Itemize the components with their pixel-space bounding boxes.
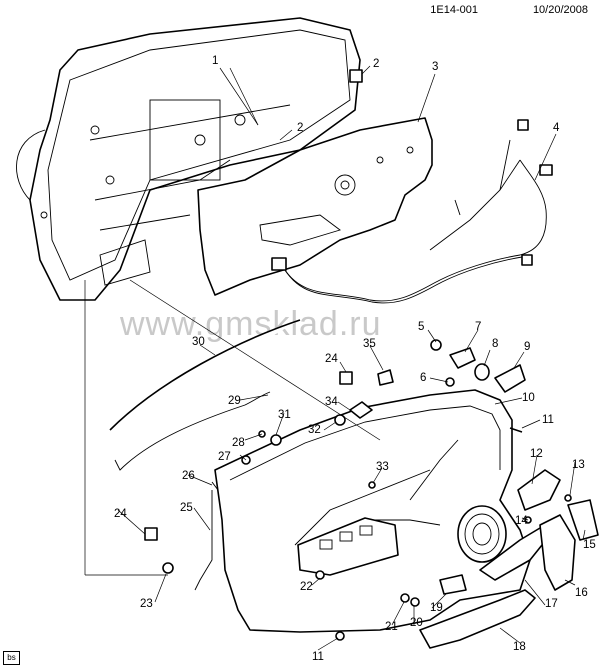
callout-14: 14 <box>515 515 528 527</box>
callout-15: 15 <box>583 539 596 551</box>
clip-24b <box>144 527 158 541</box>
inside-handle <box>517 469 561 511</box>
bracket-7 <box>449 347 476 369</box>
drawing-id: 1E14-001 <box>430 4 478 16</box>
callout-13: 13 <box>572 459 585 471</box>
drawing-date: 10/20/2008 <box>533 4 588 16</box>
clip-35 <box>377 369 394 386</box>
callout-26: 26 <box>182 470 195 482</box>
callout-8: 8 <box>492 338 498 350</box>
callout-3: 3 <box>432 61 438 73</box>
callout-17: 17 <box>545 598 558 610</box>
speaker-8 <box>474 363 490 381</box>
screw-20 <box>410 597 420 607</box>
callout-2b: 2 <box>297 122 303 134</box>
callout-9: 9 <box>524 341 530 353</box>
callout-20: 20 <box>410 617 423 629</box>
callout-2a: 2 <box>373 58 379 70</box>
leader-lines <box>117 65 586 651</box>
callout-10: 10 <box>522 392 535 404</box>
callout-23: 23 <box>140 598 153 610</box>
clip-31 <box>270 434 282 446</box>
callout-29: 29 <box>228 395 241 407</box>
callout-33: 33 <box>376 461 389 473</box>
fasteners <box>144 69 572 641</box>
fastener-6 <box>445 377 455 387</box>
callout-34: 34 <box>325 396 338 408</box>
callout-4: 4 <box>553 122 560 134</box>
screw-22 <box>315 570 325 580</box>
water-deflector <box>197 117 433 296</box>
callout-19: 19 <box>430 602 443 614</box>
callout-1: 1 <box>212 55 218 67</box>
switch-bezel <box>539 514 576 591</box>
alignment-lines <box>84 279 381 576</box>
callout-7: 7 <box>475 321 481 333</box>
clip-32 <box>334 414 346 426</box>
callout-27: 27 <box>218 451 231 463</box>
screw-13 <box>564 494 572 502</box>
callout-11b: 11 <box>312 651 324 663</box>
callout-35: 35 <box>363 338 376 350</box>
switch-34 <box>349 401 373 419</box>
callout-11a: 11 <box>542 414 554 426</box>
callout-24a: 24 <box>114 508 127 520</box>
armrest-pad <box>419 589 536 649</box>
rod-25 <box>194 490 213 591</box>
callout-12: 12 <box>530 448 543 460</box>
callout-21: 21 <box>385 621 398 633</box>
callout-28: 28 <box>232 437 245 449</box>
callout-32: 32 <box>308 424 321 436</box>
wiring-harness <box>271 119 553 304</box>
rod-26 <box>211 481 219 491</box>
handle-bezel <box>567 499 599 541</box>
screw-11 <box>509 427 523 433</box>
screw-21 <box>400 593 410 603</box>
fastener-5 <box>430 339 442 351</box>
screw-33 <box>368 481 376 489</box>
callout-24b: 24 <box>325 353 338 365</box>
callout-5: 5 <box>418 321 424 333</box>
callout-6: 6 <box>420 372 426 384</box>
door-trim-panel <box>214 389 531 633</box>
callouts: 1 2 2 3 4 5 6 7 8 9 10 11 11 12 13 14 15… <box>114 55 596 663</box>
callout-16: 16 <box>575 587 588 599</box>
callout-22: 22 <box>300 581 313 593</box>
callout-31: 31 <box>278 409 291 421</box>
trim-9 <box>494 364 526 393</box>
weatherstrip-30 <box>109 319 301 431</box>
clip-23 <box>162 562 174 574</box>
callout-30: 30 <box>192 336 205 348</box>
door-shell <box>16 17 361 301</box>
clip-24a <box>339 371 353 385</box>
callout-25: 25 <box>180 502 193 514</box>
pocket <box>439 574 467 595</box>
watermark: www.gmsklad.ru <box>119 305 382 343</box>
fastener-2 <box>349 69 363 83</box>
source-badge: bs <box>3 651 20 665</box>
callout-18: 18 <box>513 641 526 653</box>
